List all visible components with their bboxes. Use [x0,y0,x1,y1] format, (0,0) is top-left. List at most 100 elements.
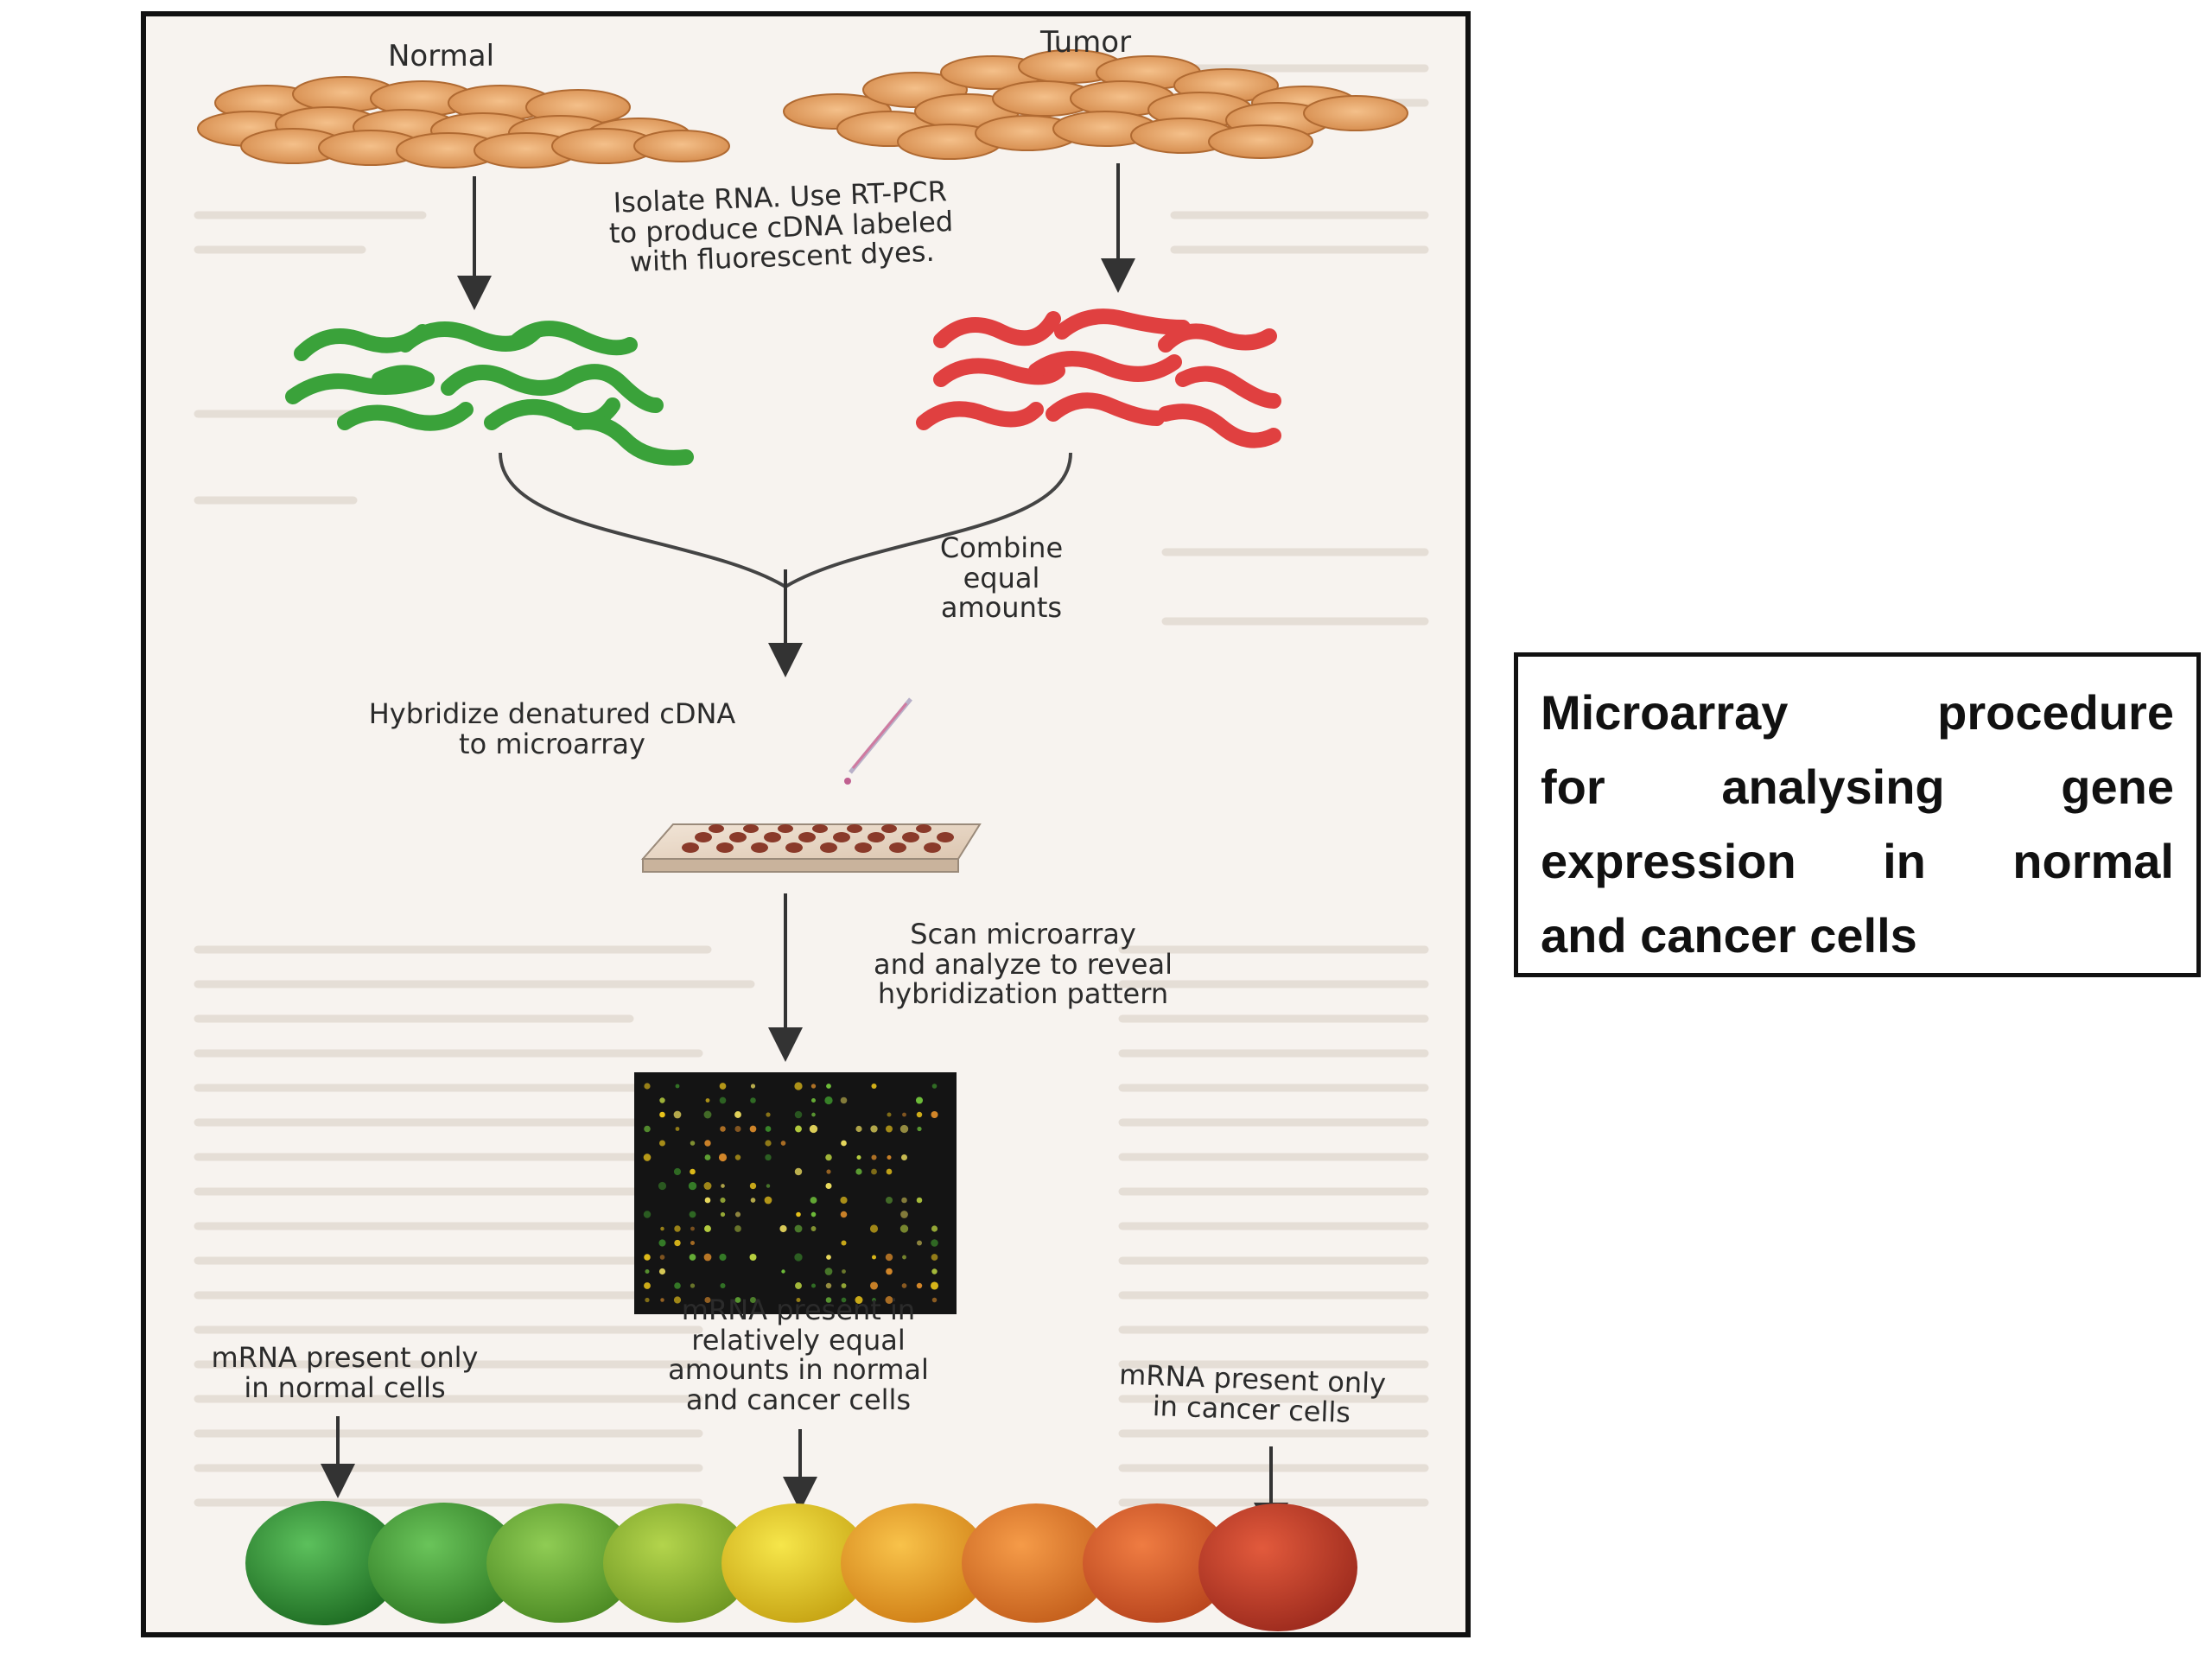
array-spot [660,1226,664,1231]
array-spot [855,1125,862,1133]
array-spot [689,1254,696,1261]
array-spot [675,1084,680,1089]
array-spot [719,1253,727,1262]
array-spot [931,1084,938,1089]
array-spot [885,1296,893,1304]
array-spot [703,1253,712,1262]
array-spot [659,1140,665,1147]
array-spot [645,1297,650,1303]
array-spot [734,1125,741,1133]
array-spot [658,1181,667,1191]
combine-curves [499,452,1072,588]
caption-line: and cancer cells [1541,899,2174,973]
array-spot [825,1282,832,1289]
array-spot [750,1097,756,1103]
array-spot [916,1240,923,1246]
label-normal-only-line: mRNA present only [211,1341,479,1374]
array-spot [644,1125,651,1133]
array-spot [840,1196,848,1205]
caption-word: for [1541,760,1605,814]
label-normal-text: Normal [388,39,495,73]
array-spot [885,1125,893,1133]
label-normal-only-line: in normal cells [244,1370,446,1404]
array-spot [765,1140,772,1147]
green-cdna-strands [285,321,694,466]
array-spot [841,1297,847,1303]
caption-line: for analysing gene [1541,750,2174,824]
array-spot [734,1225,741,1232]
array-spot [643,1211,652,1218]
array-spot [644,1083,651,1090]
array-spot [886,1168,893,1175]
label-equal-amounts: mRNA present in relatively equal amounts… [604,1295,993,1414]
array-spot [900,1154,908,1161]
label-scan-line: hybridization pattern [877,977,1169,1011]
array-spot [703,1182,712,1190]
array-spot [930,1281,939,1290]
array-spot [720,1197,726,1204]
array-spot [781,1269,785,1274]
microarray-figure: Normal Tumor Isolate RNA. Use RT-PCR to … [141,11,1471,1637]
array-spot [658,1239,666,1247]
label-hybridize-line: Hybridize denatured cDNA [368,697,736,730]
label-combine-line: equal [963,561,1040,594]
array-spot [810,1283,817,1288]
microarray-chip [640,823,982,873]
array-spot [887,1112,892,1117]
label-normal-only: mRNA present only in normal cells [163,1343,526,1402]
array-spot [917,1126,922,1132]
array-spot [869,1281,879,1290]
array-spot [704,1296,711,1304]
label-equal-line: mRNA present in [681,1294,916,1326]
caption-box: Microarray procedure for analysing gene … [1514,652,2201,977]
scanned-array-image [634,1072,957,1314]
array-spot [659,1255,665,1260]
array-spot [718,1153,728,1162]
caption-word: analysing [1721,760,1945,814]
array-spot [644,1254,651,1261]
array-spot [658,1268,666,1275]
red-cdna-strands [916,308,1281,448]
label-tumor-text: Tumor [1040,25,1132,60]
pipette-drops [844,697,912,785]
array-spot [690,1226,695,1231]
array-spot [750,1084,756,1089]
array-spot [705,1098,710,1103]
array-spot [916,1197,923,1204]
array-spot [644,1282,651,1289]
array-spot [719,1083,727,1090]
array-spot [659,1111,665,1118]
label-scan-line: and analyze to reveal [874,947,1173,981]
array-spot [749,1125,757,1133]
array-spot [690,1283,696,1288]
normal-cells [197,76,730,168]
caption-word: procedure [1937,685,2174,740]
array-spot [902,1255,906,1260]
array-spot [734,1297,741,1303]
array-spot [825,1154,832,1161]
array-spot [869,1224,879,1233]
array-spot [794,1167,803,1176]
array-spot [809,1124,818,1134]
array-spot [886,1268,893,1275]
array-spot [824,1268,833,1275]
array-spot [810,1211,817,1217]
caption-word: expression [1541,834,1796,888]
array-spot [826,1169,831,1174]
caption-word: normal [2012,834,2174,888]
tumor-cells [783,49,1408,160]
array-spot [901,1283,907,1288]
background-text-lines [194,64,1429,1507]
caption-word: in [1883,834,1926,888]
expression-color-spectrum [245,1501,1357,1631]
array-spot [931,1297,938,1303]
array-spot [794,1082,803,1090]
array-spot [703,1110,712,1119]
array-spot [810,1097,817,1103]
label-combine: Combine equal amounts [889,533,1114,623]
array-spot [749,1182,757,1190]
label-equal-line: and cancer cells [685,1382,912,1416]
label-combine-line: Combine [939,531,1064,564]
caption-line: expression in normal [1541,824,2174,899]
array-spot [675,1127,680,1131]
